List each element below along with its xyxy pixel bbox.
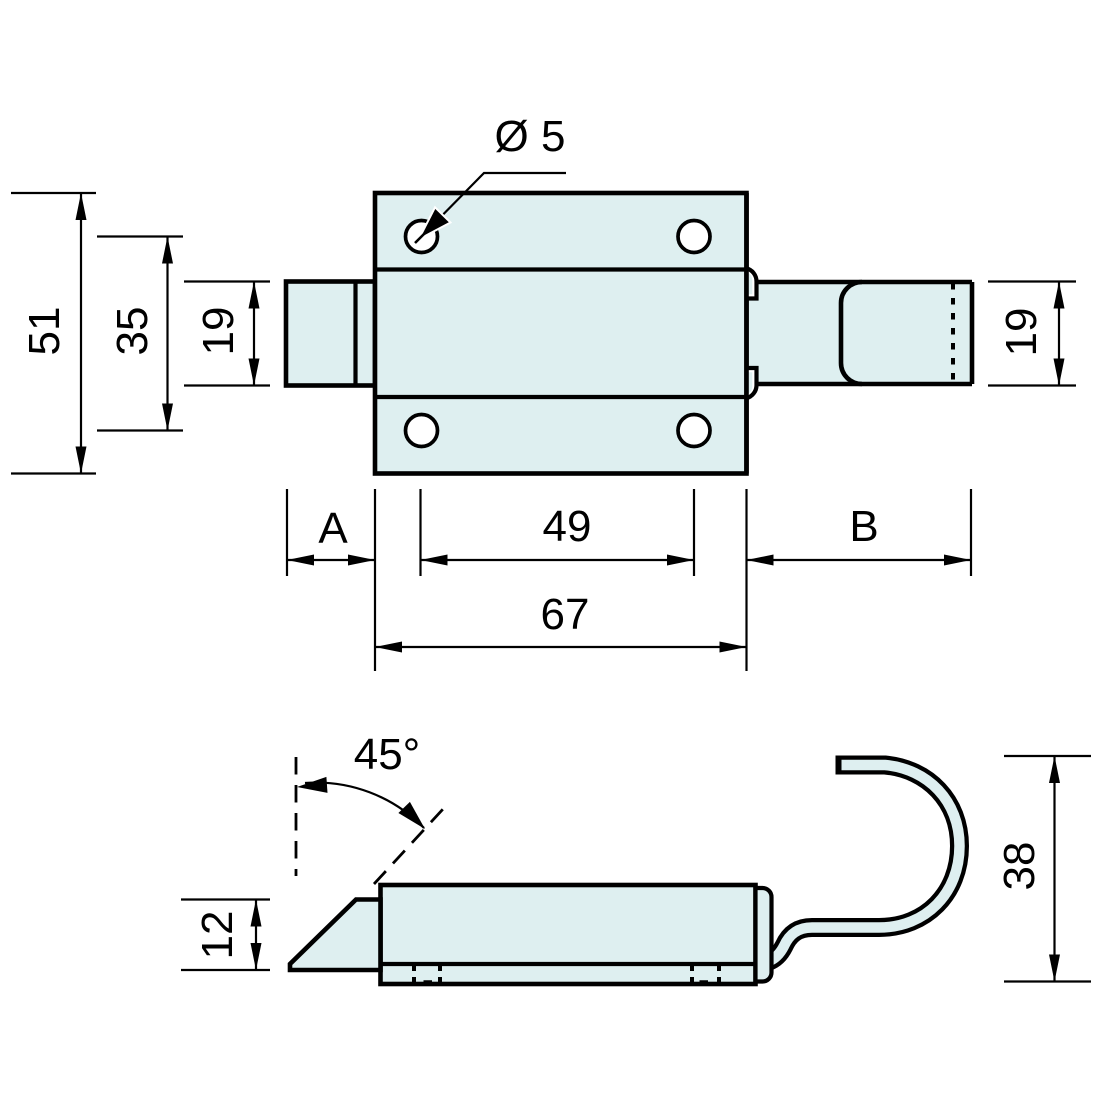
svg-text:12: 12 [193, 911, 242, 960]
svg-text:45°: 45° [354, 730, 421, 779]
svg-text:35: 35 [108, 307, 157, 356]
svg-text:A: A [318, 504, 348, 553]
svg-text:49: 49 [543, 502, 592, 551]
svg-text:19: 19 [997, 308, 1046, 357]
svg-text:38: 38 [995, 842, 1044, 891]
svg-text:51: 51 [20, 307, 69, 356]
svg-text:67: 67 [541, 590, 590, 639]
svg-text:19: 19 [194, 307, 243, 356]
svg-text:B: B [849, 502, 878, 551]
svg-text:Ø 5: Ø 5 [495, 112, 566, 161]
